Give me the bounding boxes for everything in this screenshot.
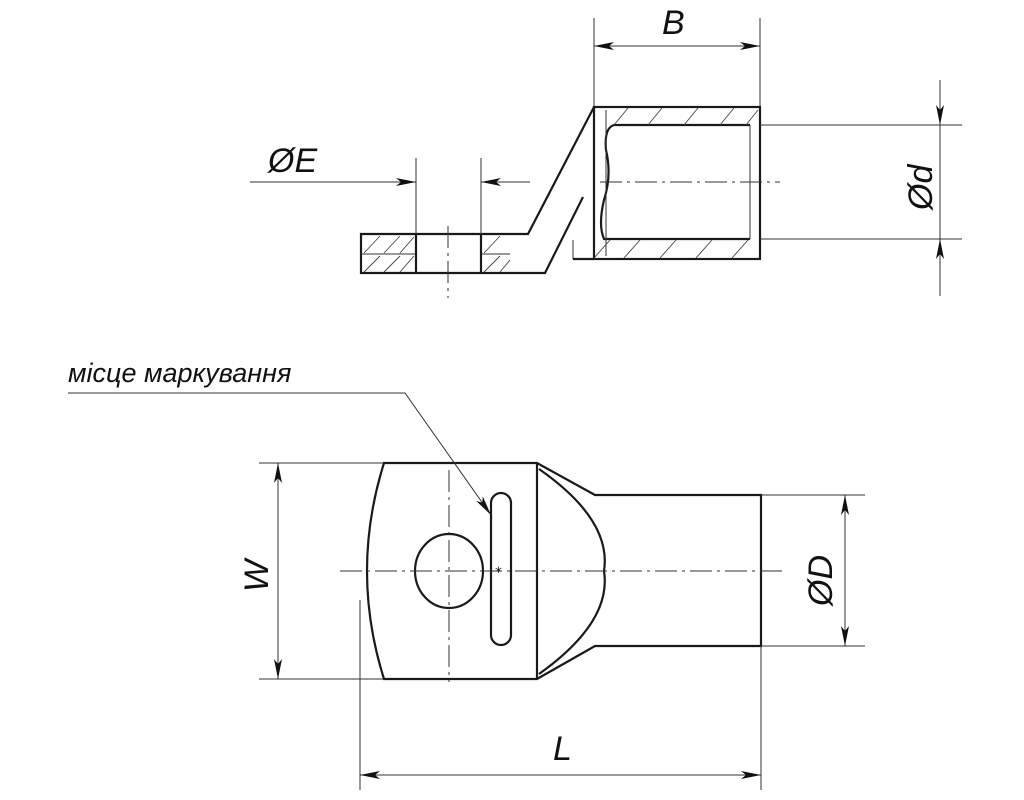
d-label: Ød xyxy=(902,164,940,211)
bore-outline xyxy=(599,123,750,241)
palm-outline xyxy=(359,106,595,275)
section-view: B xyxy=(250,4,962,298)
sleeve-hatching xyxy=(593,107,759,259)
marking-place-label: місце маркування xyxy=(68,358,291,388)
w-label: W xyxy=(238,557,276,592)
e-label: ØE xyxy=(267,142,317,180)
l-label: L xyxy=(553,730,572,768)
sleeve-outline xyxy=(592,105,762,261)
marking-slot xyxy=(489,491,513,647)
plate-hatching xyxy=(363,235,511,273)
marking-star-icon: * xyxy=(495,565,502,581)
b-label: B xyxy=(662,4,685,42)
plan-view: * W ØD L місце маркування xyxy=(68,358,865,790)
marking-leader-line xyxy=(68,392,492,516)
dd-label: ØD xyxy=(802,555,840,607)
